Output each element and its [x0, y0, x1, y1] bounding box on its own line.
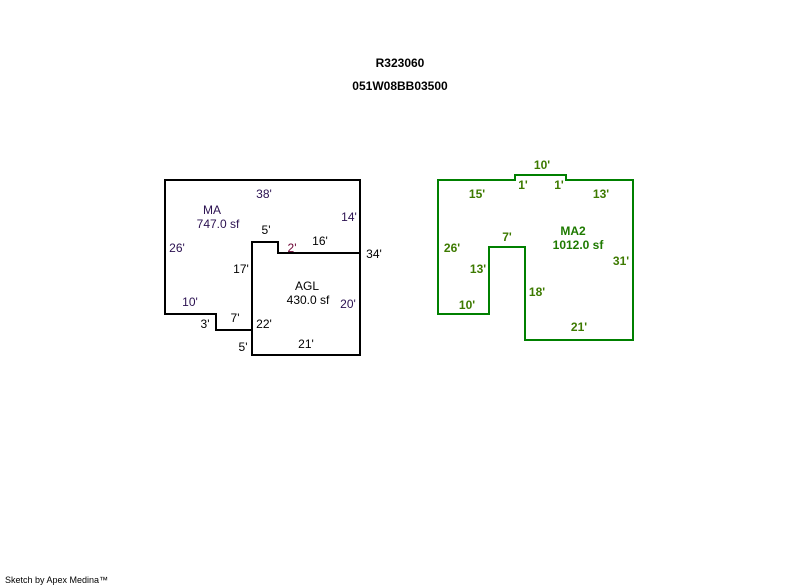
dim-label: 5' [239, 340, 248, 354]
account-number: R323060 [376, 56, 425, 70]
dim-label: 14' [341, 210, 357, 224]
dim-label: 10' [182, 295, 198, 309]
dim-label: 7' [502, 230, 512, 244]
agl-label: AGL [295, 279, 319, 293]
dim-label: 21' [298, 337, 314, 351]
ma2-label: MA2 [560, 224, 586, 238]
dim-label: 38' [256, 187, 272, 201]
ma2-area: 1012.0 sf [553, 238, 605, 252]
dim-label: 15' [469, 187, 485, 201]
dim-label: 21' [571, 320, 587, 334]
dim-label: 26' [169, 241, 185, 255]
dim-label: 22' [256, 317, 272, 331]
dim-label: 10' [534, 158, 550, 172]
ma2-outline [437, 174, 634, 341]
dim-label: 31' [613, 254, 629, 268]
dim-label: 3' [201, 317, 210, 331]
ma-label: MA [203, 203, 221, 217]
dim-label: 16' [312, 234, 328, 248]
dim-label: 13' [470, 262, 486, 276]
dim-label: 20' [340, 297, 356, 311]
footer-credit: Sketch by Apex Medina™ [5, 575, 108, 585]
dim-label: 26' [444, 241, 460, 255]
agl-outline [251, 241, 361, 356]
dim-label: 7' [231, 311, 240, 325]
parcel-number: 051W08BB03500 [352, 79, 448, 93]
dim-label: 18' [529, 285, 545, 299]
dim-label: 13' [593, 187, 609, 201]
dim-label: 1' [554, 178, 564, 192]
ma-area: 747.0 sf [197, 217, 240, 231]
dim-label: 1' [518, 178, 528, 192]
dim-label: 17' [233, 262, 249, 276]
dim-label: 34' [366, 247, 382, 261]
dim-label: 2' [288, 241, 297, 255]
agl-area: 430.0 sf [287, 293, 330, 307]
dim-label: 5' [262, 223, 271, 237]
dim-label: 10' [459, 298, 475, 312]
